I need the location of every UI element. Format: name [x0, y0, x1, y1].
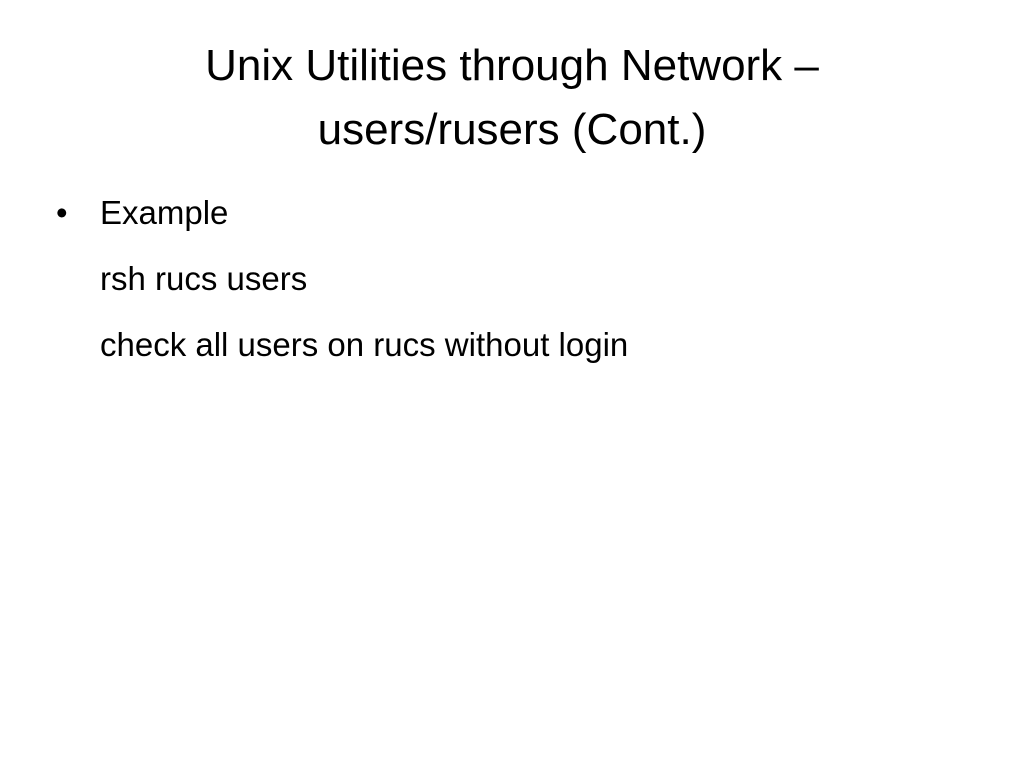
slide-title: Unix Utilities through Network – users/r… [205, 41, 819, 154]
bullet-marker: • [56, 194, 68, 231]
command-line: rsh rucs users [100, 260, 308, 297]
bullet-label: Example [100, 194, 229, 231]
slide-body: • Example rsh rucs users check all users… [56, 190, 976, 388]
bullet-item: • Example [56, 190, 976, 236]
explanation-line: check all users on rucs without login [100, 326, 629, 363]
